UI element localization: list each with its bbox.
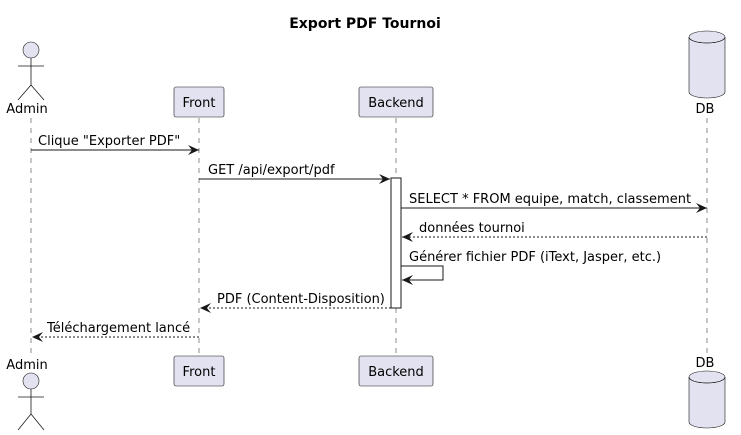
participant-backend-label: Backend (368, 96, 424, 111)
participant-db-label: DB (696, 356, 715, 371)
message-label: données tournoi (419, 221, 525, 236)
participant-front-bottom: Front (173, 355, 225, 387)
diagram-title: Export PDF Tournoi (289, 16, 441, 32)
participant-backend-top: Backend (358, 86, 434, 118)
message-label: GET /api/export/pdf (208, 163, 335, 178)
actor-head-icon (22, 41, 40, 59)
participant-backend-bottom: Backend (358, 355, 434, 387)
participant-db-bottom: DB (688, 356, 726, 429)
message-label: Clique "Exporter PDF" (38, 134, 180, 149)
database-icon (688, 377, 726, 429)
participant-backend-label: Backend (368, 365, 424, 380)
actor-head-icon (22, 372, 40, 390)
actor-admin-top: Admin (6, 41, 48, 117)
backend-activation-bar (390, 177, 402, 309)
participant-front-label: Front (183, 365, 216, 380)
message-label: PDF (Content-Disposition) (217, 292, 385, 307)
participant-admin-label: Admin (6, 358, 47, 373)
participant-front-label: Front (183, 96, 216, 111)
database-icon (688, 37, 726, 99)
actor-admin-bottom: Admin (6, 358, 48, 431)
message-label: Générer fichier PDF (iText, Jasper, etc.… (409, 250, 661, 265)
participant-db-label: DB (696, 102, 715, 117)
participant-admin-label: Admin (6, 102, 47, 117)
participant-front-top: Front (173, 86, 225, 118)
self-call-arrow (401, 265, 444, 285)
message-label: Téléchargement lancé (46, 321, 190, 336)
message-label: SELECT * FROM equipe, match, classement (409, 192, 691, 207)
participant-db-top: DB (688, 30, 726, 117)
